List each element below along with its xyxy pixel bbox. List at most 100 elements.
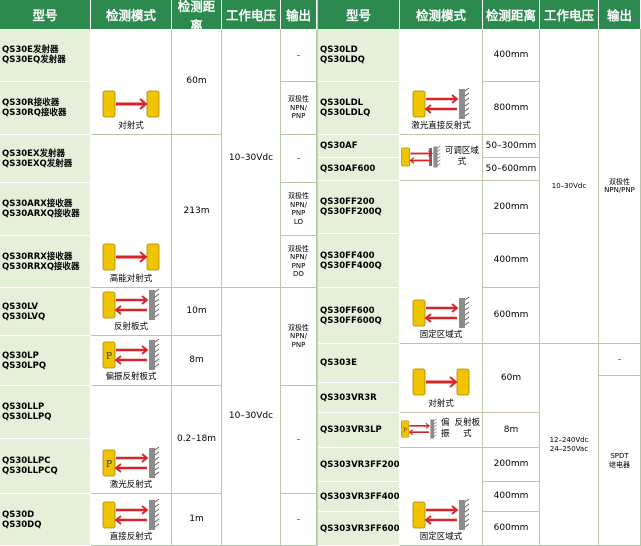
left-model-row-text: QS30LLP <box>2 402 45 412</box>
right-header-0-text: 型号 <box>345 8 371 23</box>
left-model-row-text: QS30DQ <box>2 519 42 530</box>
right-distance-cell: 400mm <box>483 482 540 512</box>
right-model-row-text: QS30LD <box>320 45 358 55</box>
left-mode-cell-text: 反射板式 <box>113 322 148 332</box>
right-model-row: QS303E <box>318 344 400 383</box>
right-header-0: 型号 <box>318 0 400 29</box>
left-model-row-text: QS30EQ发射器 <box>2 55 66 65</box>
svg-text:P: P <box>403 428 407 434</box>
left-output-cell-text: – <box>296 50 301 59</box>
left-distance-cell: 10m <box>172 288 222 336</box>
left-model-row-text: QS30ARX接收器 <box>2 199 73 209</box>
right-distance-cell: 400mm <box>483 29 540 82</box>
right-mode-cell-text: 可调区域式 <box>444 145 479 167</box>
left-header-1-text: 检测模式 <box>105 8 156 23</box>
left-header-1: 检测模式 <box>91 0 172 29</box>
left-mode-cell: 直接反射式 <box>91 494 172 546</box>
sensor-icon <box>102 90 160 118</box>
left-model-row-text: QS30EX发射器 <box>2 148 66 159</box>
left-voltage-cell: 10–30Vdc <box>222 29 281 288</box>
right-model-row-text: QS30FF600 <box>320 305 375 316</box>
left-output-cell-text: – <box>296 515 301 524</box>
left-model-row-text: QS30E发射器 <box>2 45 59 55</box>
sensor-icon: P <box>102 338 160 370</box>
left-mode-cell-text: 偏振反射板式 <box>105 372 157 382</box>
left-distance-cell: 1m <box>172 494 222 546</box>
left-voltage-cell-text: 10–30Vdc <box>228 411 274 421</box>
right-model-row-text: QS30FF400Q <box>320 260 382 271</box>
right-distance-cell: 600mm <box>483 512 540 546</box>
sensor-icon <box>401 145 441 167</box>
right-distance-cell-text: 50–300mm <box>485 140 537 151</box>
svg-text:P: P <box>106 352 112 362</box>
left-model-row-text: QS30LLPCQ <box>2 466 58 476</box>
left-model-row-text: QS30LV <box>2 301 39 312</box>
sensor-icon: P <box>401 418 437 439</box>
right-distance-cell: 50–300mm <box>483 135 540 158</box>
left-model-row-text: QS30RRX接收器 <box>2 251 73 262</box>
left-mode-cell-text: 激光反射式 <box>109 480 153 490</box>
right-output-cell-text: – <box>617 355 622 364</box>
right-model-row: QS303VR3FF200 <box>318 448 400 482</box>
left-model-row-text: QS30LVQ <box>2 311 46 322</box>
left-mode-cell-text: 直接反射式 <box>109 532 153 542</box>
left-header-0: 型号 <box>0 0 91 29</box>
right-distance-cell: 400mm <box>483 234 540 288</box>
left-output-cell: – <box>281 135 317 183</box>
left-mode-cell-text: 对射式 <box>118 121 144 131</box>
left-model-row-text: QS30ARXQ接收器 <box>2 209 80 219</box>
right-header-2: 检测距离 <box>483 0 540 29</box>
right-output-cell-text: SPDT <box>610 452 629 460</box>
right-distance-cell-text: 8m <box>503 424 519 435</box>
right-distance-cell: 800mm <box>483 82 540 135</box>
right-distance-cell-text: 600mm <box>493 523 529 533</box>
right-distance-cell-text: 800mm <box>493 102 529 113</box>
left-distance-cell: 60m <box>172 29 222 135</box>
right-header-4-text: 输出 <box>606 8 632 23</box>
right-distance-cell-text: 400mm <box>493 491 529 501</box>
right-mode-cell-text: 反射板式 <box>454 418 481 439</box>
right-distance-cell: 200mm <box>483 448 540 482</box>
left-header-4: 输出 <box>281 0 317 29</box>
right-distance-cell-text: 400mm <box>493 255 529 265</box>
right-voltage-cell-text: 12–240Vdc <box>549 436 589 444</box>
sensor-icon <box>412 296 470 328</box>
right-mode-cell: 固定区域式 <box>400 448 483 546</box>
right-mode-cell-text: 固定区域式 <box>419 532 463 542</box>
sensor-icon <box>412 87 470 119</box>
left-model-row-text: QS30LPQ <box>2 360 47 371</box>
right-output-cell-text: NPN/PNP <box>604 186 635 194</box>
right-distance-cell: 600mm <box>483 288 540 344</box>
left-mode-cell-text: 高能对射式 <box>109 274 153 284</box>
left-output-cell-text: NPN/ <box>289 332 308 341</box>
right-mode-cell-text: 激光直接反射式 <box>411 121 471 131</box>
right-distance-cell: 60m <box>483 344 540 413</box>
sensor-icon: P <box>102 446 160 478</box>
left-output-cell-text: PNP <box>291 261 306 270</box>
sensor-icon <box>102 243 160 271</box>
left-distance-cell-text: 1m <box>189 514 204 524</box>
right-output-cell-text: 继电器 <box>609 460 630 469</box>
right-model-row-text: QS30FF400 <box>320 250 375 261</box>
right-model-row-text: QS30LDQ <box>320 55 365 65</box>
right-header-1: 检测模式 <box>400 0 483 29</box>
right-distance-cell-text: 200mm <box>493 459 529 469</box>
right-output-cell-text: 双极性 <box>609 177 630 186</box>
left-output-cell-text: 双极性 <box>288 244 309 253</box>
left-header-0-text: 型号 <box>32 8 58 23</box>
left-output-cell-text: – <box>296 435 301 444</box>
left-model-row-text: QS30RQ接收器 <box>2 108 67 118</box>
right-distance-cell: 50–600mm <box>483 158 540 181</box>
right-model-row-text: QS30LDL <box>320 98 364 108</box>
left-mode-cell: 高能对射式 <box>91 135 172 288</box>
right-distance-cell: 8m <box>483 413 540 448</box>
